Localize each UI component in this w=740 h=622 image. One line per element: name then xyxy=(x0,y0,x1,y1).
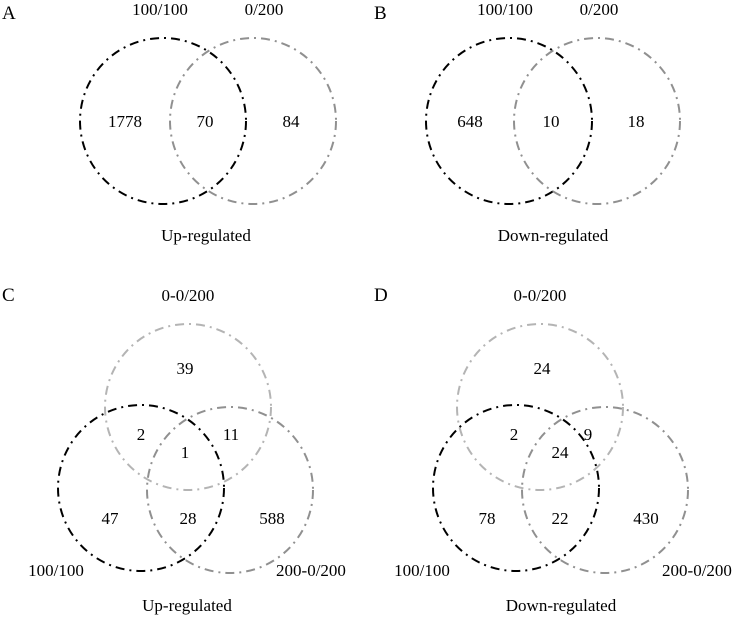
set-label-100-100: 100/100 xyxy=(28,561,84,580)
count-top-left: 2 xyxy=(510,425,519,444)
count-right-only: 588 xyxy=(259,509,285,528)
panel-letter-a: A xyxy=(2,3,16,24)
caption-up-regulated: Up-regulated xyxy=(161,226,251,245)
count-left-only: 648 xyxy=(457,112,483,131)
count-left-right: 28 xyxy=(180,509,197,528)
panel-b: B 100/100 0/200 648 10 18 Down-regulated xyxy=(374,0,681,245)
count-top-right: 11 xyxy=(223,425,239,444)
set-label-0-0-200: 0-0/200 xyxy=(162,286,215,305)
caption-down-regulated: Down-regulated xyxy=(498,226,609,245)
count-top-only: 24 xyxy=(534,359,552,378)
circle-100-100 xyxy=(425,37,593,205)
panel-a: A 100/100 0/200 1778 70 84 Up-regulated xyxy=(2,0,337,245)
count-right-only: 18 xyxy=(628,112,645,131)
count-intersection: 70 xyxy=(197,112,214,131)
circle-100-100 xyxy=(79,37,247,205)
set-label-0-200: 0/200 xyxy=(580,0,619,19)
panel-letter-b: B xyxy=(374,3,387,24)
count-all-three: 1 xyxy=(181,443,190,462)
set-label-100-100: 100/100 xyxy=(132,0,188,19)
count-top-right: 9 xyxy=(584,425,593,444)
circle-100-100 xyxy=(432,404,600,572)
set-label-100-100: 100/100 xyxy=(477,0,533,19)
count-left-only: 78 xyxy=(479,509,496,528)
circle-0-200 xyxy=(169,37,337,205)
count-top-only: 39 xyxy=(177,359,194,378)
count-intersection: 10 xyxy=(543,112,560,131)
count-left-only: 1778 xyxy=(108,112,142,131)
circle-100-100 xyxy=(57,404,225,572)
set-label-200-0-200: 200-0/200 xyxy=(276,561,346,580)
set-label-0-0-200: 0-0/200 xyxy=(514,286,567,305)
count-top-left: 2 xyxy=(137,425,146,444)
count-left-right: 22 xyxy=(552,509,569,528)
set-label-200-0-200: 200-0/200 xyxy=(662,561,732,580)
set-label-0-200: 0/200 xyxy=(245,0,284,19)
count-all-three: 24 xyxy=(552,443,570,462)
caption-up-regulated: Up-regulated xyxy=(142,596,232,615)
count-left-only: 47 xyxy=(102,509,120,528)
count-right-only: 84 xyxy=(283,112,301,131)
set-label-100-100: 100/100 xyxy=(394,561,450,580)
panel-letter-c: C xyxy=(2,285,15,306)
circle-200-0-200 xyxy=(521,406,689,574)
caption-down-regulated: Down-regulated xyxy=(506,596,617,615)
circle-200-0-200 xyxy=(146,406,314,574)
count-right-only: 430 xyxy=(633,509,659,528)
panel-c: C 0-0/200 100/100 200-0/200 39 2 11 1 47… xyxy=(2,285,346,615)
panel-d: D 0-0/200 100/100 200-0/200 24 2 9 24 78… xyxy=(374,285,732,615)
panel-letter-d: D xyxy=(374,285,388,306)
circle-0-0-200 xyxy=(104,323,272,491)
circle-0-0-200 xyxy=(456,323,624,491)
circle-0-200 xyxy=(513,37,681,205)
